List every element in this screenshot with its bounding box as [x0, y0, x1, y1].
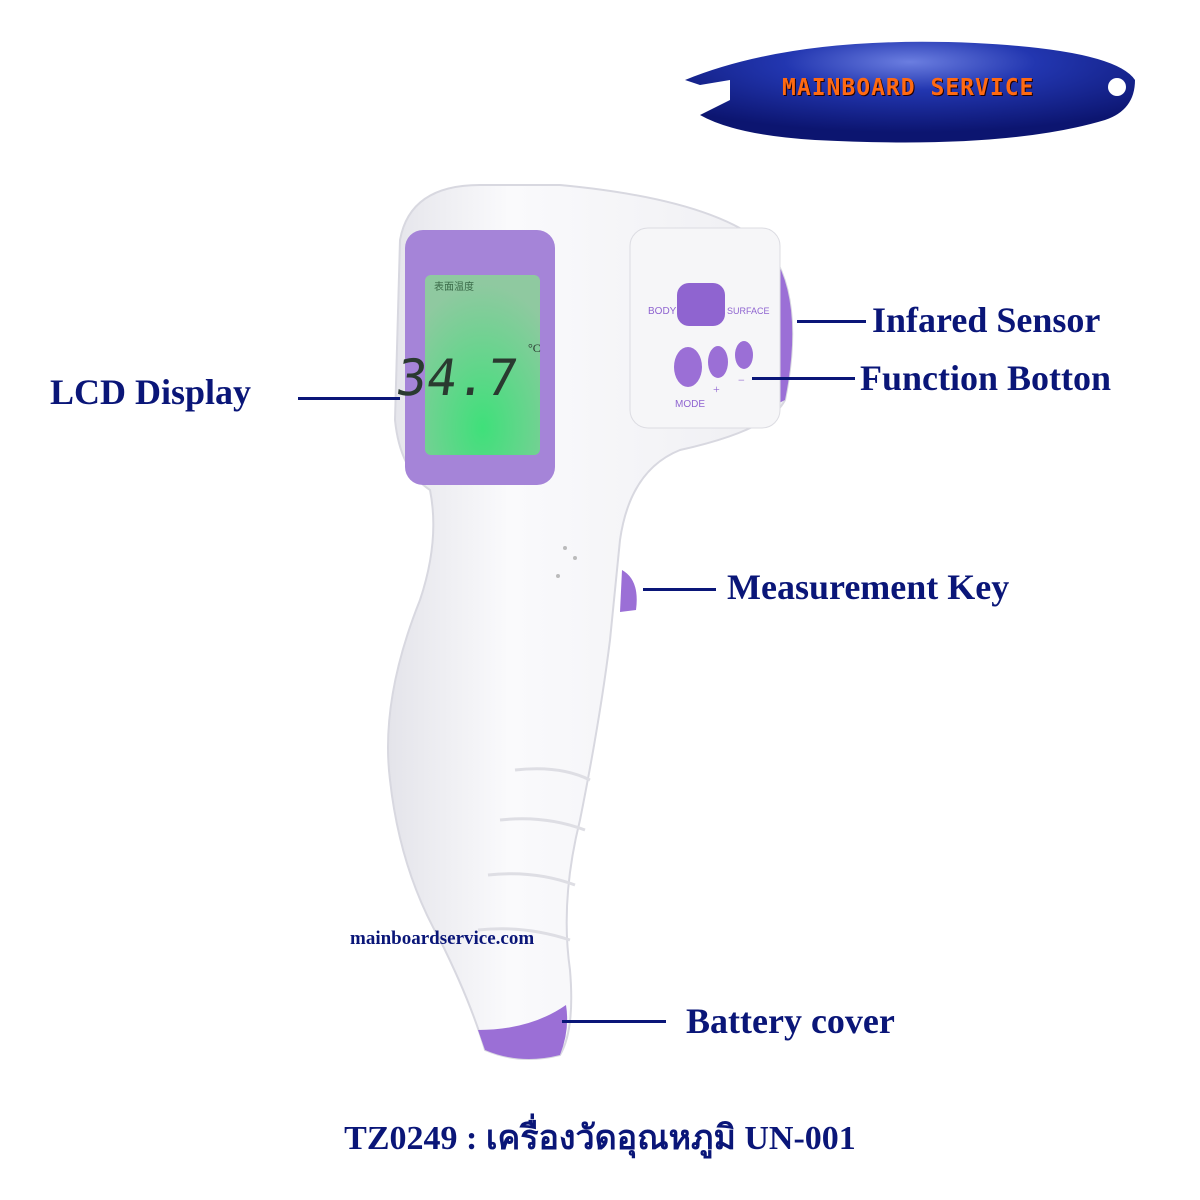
body-surface-switch [677, 283, 725, 326]
lcd-unit: °C [528, 341, 541, 355]
measurement-key [620, 570, 637, 612]
sensor-ring [760, 250, 793, 405]
switch-body-label: BODY [648, 306, 677, 317]
leader-line-lcd [298, 397, 400, 400]
lcd-caption: 表面温度 [434, 280, 474, 293]
website-text: mainboardservice.com [350, 928, 535, 949]
mode-label: MODE [675, 399, 705, 410]
label-measurement-key: Measurement Key [727, 567, 1010, 607]
lcd-reading: 34.7 [393, 348, 522, 407]
leader-line-battery [562, 1020, 666, 1023]
product-caption: TZ0249 : เครื่องวัดอุณหภูมิ UN-001 [344, 1120, 856, 1157]
leader-line-measurement [643, 588, 716, 591]
label-function-button: Function Botton [860, 358, 1112, 398]
label-battery-cover: Battery cover [686, 1001, 895, 1041]
plus-label: + [713, 382, 720, 396]
lcd-screen [425, 275, 540, 455]
label-lcd-display: LCD Display [50, 372, 252, 412]
switch-surface-label: SURFACE [727, 306, 770, 316]
label-infrared-sensor: Infared Sensor [872, 300, 1101, 340]
battery-cover [478, 1005, 568, 1059]
minus-label: − [738, 373, 745, 387]
mode-button [674, 347, 702, 387]
minus-button [735, 341, 753, 369]
brand-logo [675, 35, 1140, 155]
leader-line-function [752, 377, 855, 380]
plus-button [708, 346, 728, 378]
logo-text: MAINBOARD SERVICE [782, 75, 1035, 101]
leader-line-sensor [797, 320, 866, 323]
